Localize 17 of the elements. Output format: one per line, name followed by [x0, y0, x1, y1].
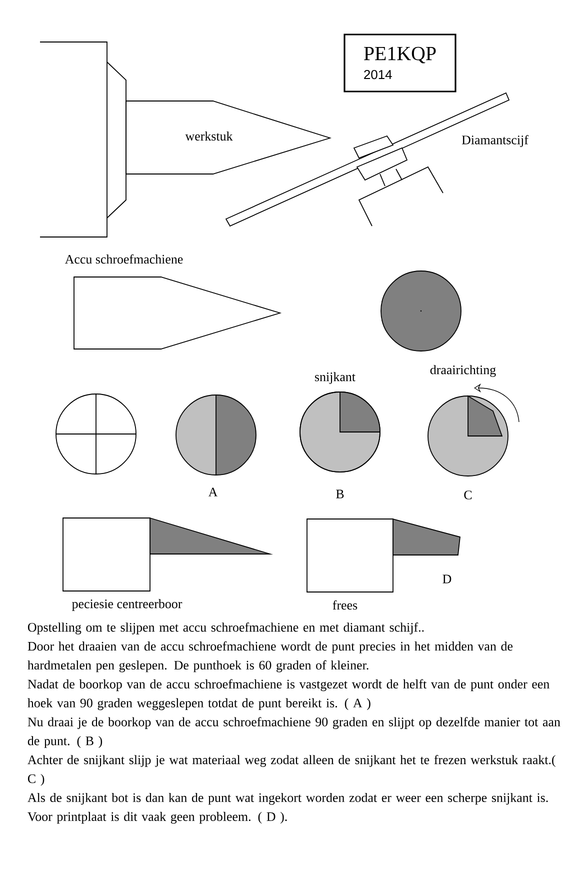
- paragraph: Nadat de boorkop van de accu schroefmachiene is vastgezet wordt de helft van de punt onder een hoek van 90 graden weggeslepen totdat de punt bereikt is. ( A ): [28, 679, 550, 710]
- label: Accu schroefmachiene: [64, 254, 183, 264]
- letter-label: D: [442, 574, 452, 584]
- label: snijkant: [315, 372, 356, 384]
- letter-label: B: [336, 490, 344, 498]
- paragraph: Als de snijkant bot is dan kan de punt wat ingekort worden zodat er weer een scherpe snijkant is. Voor printplaat is dit vaak geen probleem. ( D ).: [28, 792, 548, 824]
- label: draairichting: [430, 365, 496, 377]
- letter-label: A: [208, 488, 218, 496]
- label: peciesie centreerboor: [72, 599, 182, 611]
- label: Diamantscijf: [462, 135, 528, 147]
- label: frees: [332, 600, 358, 610]
- paragraph: Nu draai je de boorkop van de accu schroefmachiene 90 graden en slijpt op dezelfde manier tot aan de punt. ( B ): [28, 717, 560, 748]
- paragraph: Opstelling om te slijpen met accu schroefmachiene en met diamant schijf..: [28, 622, 424, 634]
- title-box: PE1KQP 2014: [344, 34, 456, 92]
- paragraph: Achter de snijkant slijp je wat materiaal weg zodat alleen de snijkant het te frezen werkstuk raakt.( C ): [28, 754, 556, 786]
- paragraph: Door het draaien van de accu schroefmachiene wordt de punt precies in het midden van de hardmetalen pen geslepen. De punthoek is 60 graden of kleiner.: [28, 641, 513, 672]
- letter-label: C: [464, 490, 472, 500]
